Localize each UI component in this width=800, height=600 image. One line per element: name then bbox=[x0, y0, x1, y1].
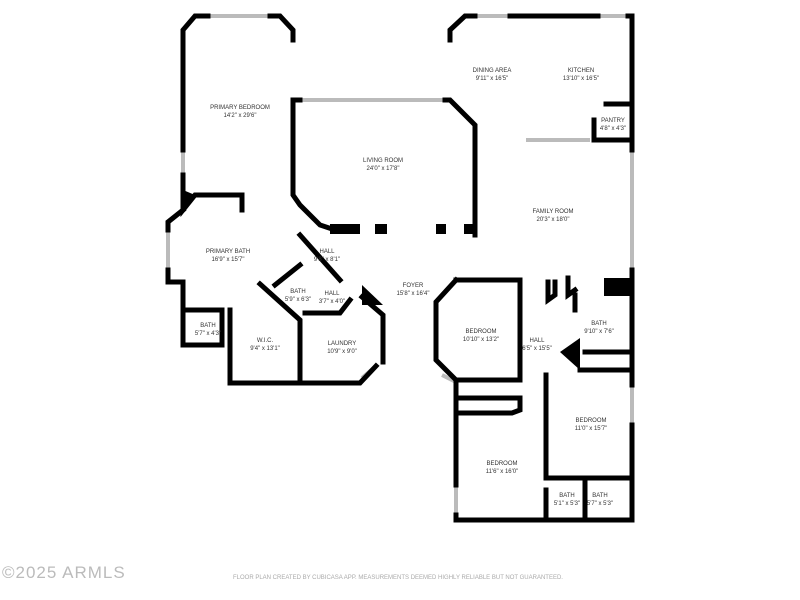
room-size: 6'5" x 15'5" bbox=[522, 346, 552, 352]
room-label-bath: BATH 5'7" x 5'3" bbox=[587, 492, 613, 508]
room-name: W.I.C. bbox=[256, 338, 274, 344]
room-size: 11'0" x 15'7" bbox=[574, 426, 608, 432]
room-size: 5'1" x 5'3" bbox=[553, 501, 581, 507]
room-name: BEDROOM bbox=[486, 461, 518, 467]
room-size: 5'9" x 6'3" bbox=[284, 297, 312, 303]
room-name: BATH bbox=[591, 321, 607, 327]
room-label-bedroom: BEDROOM 11'0" x 15'7" bbox=[575, 417, 607, 433]
room-name: FOYER bbox=[402, 283, 424, 289]
room-size: 5'7" x 5'3" bbox=[586, 501, 614, 507]
room-label-living-room: LIVING ROOM 24'0" x 17'8" bbox=[363, 157, 403, 173]
room-size: 3'7" x 4'0" bbox=[318, 299, 346, 305]
room-label-foyer: FOYER 15'8" x 16'4" bbox=[397, 282, 430, 298]
room-label-bedroom: BEDROOM 10'10" x 13'2" bbox=[463, 328, 499, 344]
room-name: HALL bbox=[529, 338, 545, 344]
room-size: 16'9" x 15'7" bbox=[211, 257, 245, 263]
room-name: BATH bbox=[592, 493, 608, 499]
room-name: DINING AREA bbox=[472, 68, 512, 74]
room-label-wic: W.I.C. 9'4" x 13'1" bbox=[250, 337, 280, 353]
walls bbox=[165, 13, 635, 523]
room-size: 24'0" x 17'8" bbox=[366, 166, 400, 172]
room-label-dining-area: DINING AREA 9'11" x 16'5" bbox=[473, 67, 512, 83]
room-name: LIVING ROOM bbox=[362, 158, 404, 164]
room-name: KITCHEN bbox=[567, 68, 595, 74]
room-size: 9'4" x 13'1" bbox=[250, 346, 280, 352]
room-label-hall: HALL 9'8" x 8'1" bbox=[314, 248, 340, 264]
room-name: HALL bbox=[324, 291, 340, 297]
room-label-laundry: LAUNDRY 10'9" x 9'0" bbox=[327, 340, 357, 356]
room-size: 9'10" x 7'6" bbox=[584, 329, 614, 335]
room-size: 15'8" x 16'4" bbox=[396, 291, 430, 297]
room-name: PRIMARY BATH bbox=[205, 249, 251, 255]
room-label-bath: BATH 5'9" x 6'3" bbox=[285, 288, 311, 304]
room-label-hall: HALL 3'7" x 4'0" bbox=[319, 290, 345, 306]
room-size: 4'8" x 4'3" bbox=[599, 126, 627, 132]
room-name: LAUNDRY bbox=[327, 341, 357, 347]
room-label-pantry: PANTRY 4'8" x 4'3" bbox=[600, 117, 626, 133]
room-size: 14'2" x 29'6" bbox=[223, 113, 257, 119]
room-name: FAMILY ROOM bbox=[532, 209, 574, 215]
room-name: BATH bbox=[290, 289, 306, 295]
room-size: 9'11" x 16'5" bbox=[475, 76, 509, 82]
credit-text: FLOOR PLAN CREATED BY CUBICASA APP. MEAS… bbox=[233, 575, 563, 581]
room-label-hall: HALL 6'5" x 15'5" bbox=[522, 337, 552, 353]
windows bbox=[166, 14, 634, 515]
room-size: 9'8" x 8'1" bbox=[313, 257, 341, 263]
room-name: HALL bbox=[319, 249, 335, 255]
room-size: 10'9" x 9'0" bbox=[327, 349, 357, 355]
room-label-bath: BATH 5'7" x 4'3" bbox=[195, 322, 221, 338]
room-size: 5'7" x 4'3" bbox=[194, 331, 222, 337]
room-name: BEDROOM bbox=[465, 329, 497, 335]
room-name: PANTRY bbox=[601, 118, 625, 124]
room-label-primary-bedroom: PRIMARY BEDROOM 14'2" x 29'6" bbox=[210, 104, 270, 120]
room-name: BATH bbox=[200, 323, 216, 329]
room-label-bedroom: BEDROOM 11'6" x 16'0" bbox=[486, 460, 518, 476]
room-size: 11'6" x 16'0" bbox=[485, 469, 519, 475]
room-label-kitchen: KITCHEN 13'10" x 16'5" bbox=[563, 67, 599, 83]
room-label-bath: BATH 5'1" x 5'3" bbox=[554, 492, 580, 508]
room-label-primary-bath: PRIMARY BATH 16'9" x 15'7" bbox=[206, 248, 250, 264]
room-name: BEDROOM bbox=[575, 418, 607, 424]
watermark: ©2025 ARMLS bbox=[2, 563, 126, 582]
room-name: BATH bbox=[559, 493, 575, 499]
room-label-bath: BATH 9'10" x 7'6" bbox=[584, 320, 614, 336]
room-label-family-room: FAMILY ROOM 20'3" x 18'0" bbox=[532, 208, 573, 224]
room-size: 13'10" x 16'5" bbox=[562, 76, 600, 82]
room-name: PRIMARY BEDROOM bbox=[210, 105, 270, 111]
room-size: 10'10" x 13'2" bbox=[462, 337, 500, 343]
room-size: 20'3" x 18'0" bbox=[536, 217, 570, 223]
